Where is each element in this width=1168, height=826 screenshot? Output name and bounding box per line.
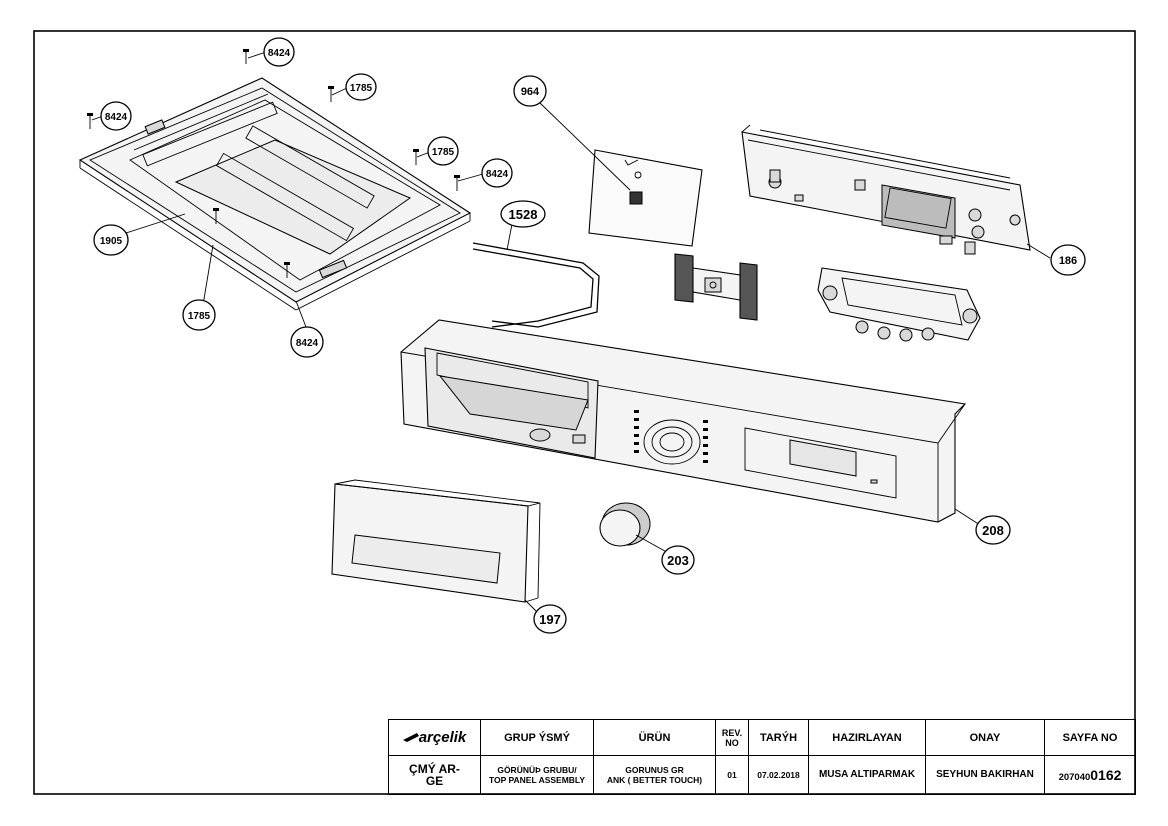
svg-text:208: 208 [982,523,1004,538]
callout-8424-top: 8424 [263,37,295,67]
callout-186: 186 [1050,244,1086,276]
callout-1785-lower: 1785 [182,299,216,331]
callout-1785-top: 1785 [345,73,377,101]
svg-text:1785: 1785 [188,311,211,322]
svg-text:1785: 1785 [350,83,373,94]
callout-1528: 1528 [500,200,546,228]
top-panel-part [78,77,472,311]
header-prepared-by: HAZIRLAYAN [808,719,926,756]
drawing-name: ÇMÝ AR-GE [388,755,481,795]
svg-text:8424: 8424 [268,48,291,59]
page-number-value: 2070400162 [1044,755,1136,795]
header-approval: ONAY [925,719,1045,756]
callout-1905: 1905 [93,224,129,256]
arcelik-swoosh-icon [402,733,419,743]
prepared-by-value: MUSA ALTIPARMAK [808,755,926,795]
button-carrier-part [817,267,981,342]
svg-text:964: 964 [521,86,540,98]
approval-value: SEYHUN BAKIRHAN [925,755,1045,795]
callout-964: 964 [513,75,547,107]
svg-text:1528: 1528 [509,207,538,222]
group-name-line2: TOP PANEL ASSEMBLY [488,775,586,785]
callout-8424-bottom: 8424 [290,326,324,358]
svg-text:8424: 8424 [486,169,509,180]
group-name-value: GÖRÜNÜÞ GRUBU/ TOP PANEL ASSEMBLY [480,755,594,795]
electronic-board-part [741,124,1031,255]
knob-part [599,502,651,547]
page-prefix: 207040 [1058,772,1091,783]
header-product: ÜRÜN [593,719,716,756]
callout-203: 203 [661,545,695,575]
product-value: GORUNUS GR ANK ( BETTER TOUCH) [593,755,716,795]
rev-no-value: 01 [715,755,749,795]
callout-8424-right: 8424 [481,158,513,188]
screw-icons [87,49,460,278]
svg-text:8424: 8424 [105,112,128,123]
product-line1: GORUNUS GR [625,765,684,775]
page-number: 0162 [1090,767,1122,783]
drawer-handle-part [331,479,541,603]
svg-text:186: 186 [1059,255,1077,267]
wire-rod-part [472,242,600,328]
title-block: arçelik GRUP ÝSMÝ ÜRÜN REV. NO TARÝH HAZ… [388,719,1136,795]
svg-text:8424: 8424 [296,338,319,349]
callout-197: 197 [533,604,567,634]
header-date: TARÝH [748,719,809,756]
control-panel-fascia-part [400,319,967,523]
callout-1785-right: 1785 [427,136,459,166]
svg-text:1905: 1905 [100,236,123,247]
header-group-name: GRUP ÝSMÝ [480,719,594,756]
company-logo: arçelik [388,719,481,756]
header-page-no: SAYFA NO [1044,719,1136,756]
callout-8424-left: 8424 [100,101,132,131]
header-rev-no: REV. NO [715,719,749,756]
knob-bracket-part [674,253,758,321]
company-logo-text: arçelik [418,728,467,746]
cover-sheet-part [588,149,703,247]
product-line2: ANK ( BETTER TOUCH) [606,775,703,785]
callout-208: 208 [975,515,1011,545]
group-name-line1: GÖRÜNÜÞ GRUBU/ [497,765,577,775]
svg-text:1785: 1785 [432,147,455,158]
svg-text:203: 203 [667,553,689,568]
svg-text:197: 197 [539,612,561,627]
date-value: 07.02.2018 [748,755,809,795]
